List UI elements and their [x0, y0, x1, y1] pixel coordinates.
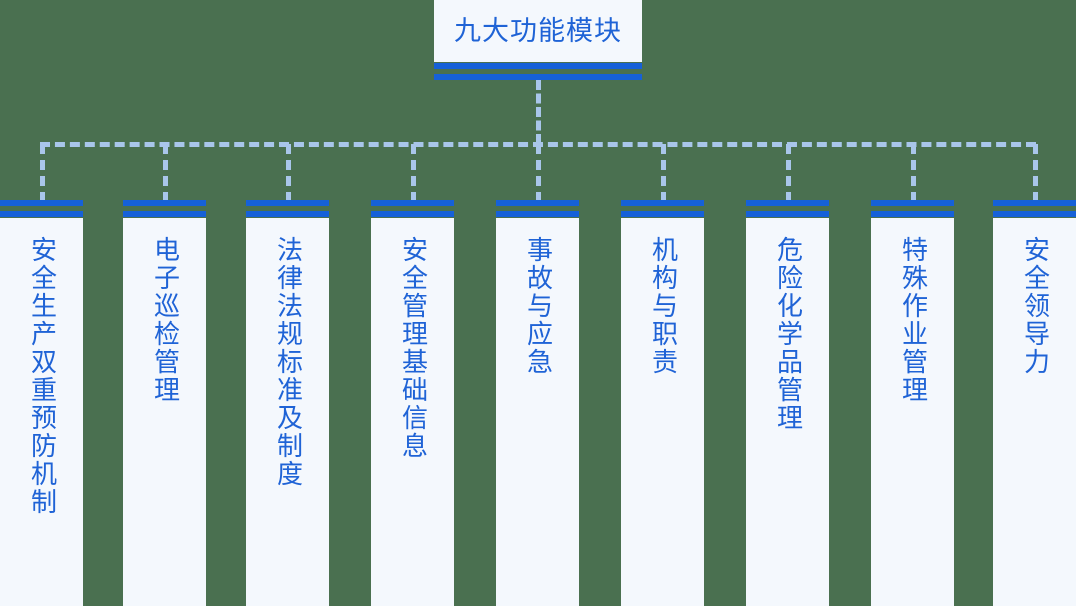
connector-drop-4 — [411, 144, 416, 202]
root-node-underbar-bottom — [434, 74, 642, 80]
module-bar-top-4 — [371, 200, 454, 206]
module-bar-top-7 — [746, 200, 829, 206]
module-bar-top-3 — [246, 200, 329, 206]
module-bar-bottom-5 — [496, 211, 579, 217]
module-box-2: 电子巡检管理 — [123, 218, 206, 606]
connector-drop-3 — [286, 144, 291, 202]
module-bar-top-6 — [621, 200, 704, 206]
module-bar-bottom-6 — [621, 211, 704, 217]
connector-drop-5 — [536, 144, 541, 202]
connector-drop-9 — [1033, 144, 1038, 202]
module-label-7: 危险化学品管理 — [773, 236, 804, 432]
module-bar-top-8 — [871, 200, 954, 206]
module-bar-top-2 — [123, 200, 206, 206]
connector-drop-2 — [163, 144, 168, 202]
module-box-7: 危险化学品管理 — [746, 218, 829, 606]
module-box-5: 事故与应急 — [496, 218, 579, 606]
module-label-8: 特殊作业管理 — [898, 236, 929, 404]
module-label-2: 电子巡检管理 — [150, 236, 181, 404]
module-label-4: 安全管理基础信息 — [398, 236, 429, 460]
connector-drop-6 — [661, 144, 666, 202]
module-box-4: 安全管理基础信息 — [371, 218, 454, 606]
module-label-6: 机构与职责 — [648, 236, 679, 376]
module-bar-top-1 — [0, 200, 83, 206]
module-bar-bottom-8 — [871, 211, 954, 217]
module-bar-bottom-4 — [371, 211, 454, 217]
connector-root-stem — [536, 80, 541, 144]
root-node-label: 九大功能模块 — [454, 15, 622, 46]
module-box-6: 机构与职责 — [621, 218, 704, 606]
module-bar-bottom-2 — [123, 211, 206, 217]
module-label-1: 安全生产双重预防机制 — [27, 236, 58, 516]
module-bar-top-5 — [496, 200, 579, 206]
connector-drop-8 — [911, 144, 916, 202]
module-box-9: 安全领导力 — [993, 218, 1076, 606]
module-bar-top-9 — [993, 200, 1076, 206]
module-box-1: 安全生产双重预防机制 — [0, 218, 83, 606]
root-node[interactable]: 九大功能模块 — [434, 0, 642, 80]
module-bar-bottom-1 — [0, 211, 83, 217]
module-bar-bottom-9 — [993, 211, 1076, 217]
module-label-9: 安全领导力 — [1020, 236, 1051, 376]
module-bar-bottom-7 — [746, 211, 829, 217]
module-label-3: 法律法规标准及制度 — [273, 236, 304, 488]
root-node-box: 九大功能模块 — [434, 0, 642, 62]
connector-drop-7 — [786, 144, 791, 202]
module-label-5: 事故与应急 — [523, 236, 554, 376]
module-bar-bottom-3 — [246, 211, 329, 217]
module-box-3: 法律法规标准及制度 — [246, 218, 329, 606]
module-box-8: 特殊作业管理 — [871, 218, 954, 606]
root-node-underbar-top — [434, 63, 642, 69]
connector-drop-1 — [40, 144, 45, 202]
